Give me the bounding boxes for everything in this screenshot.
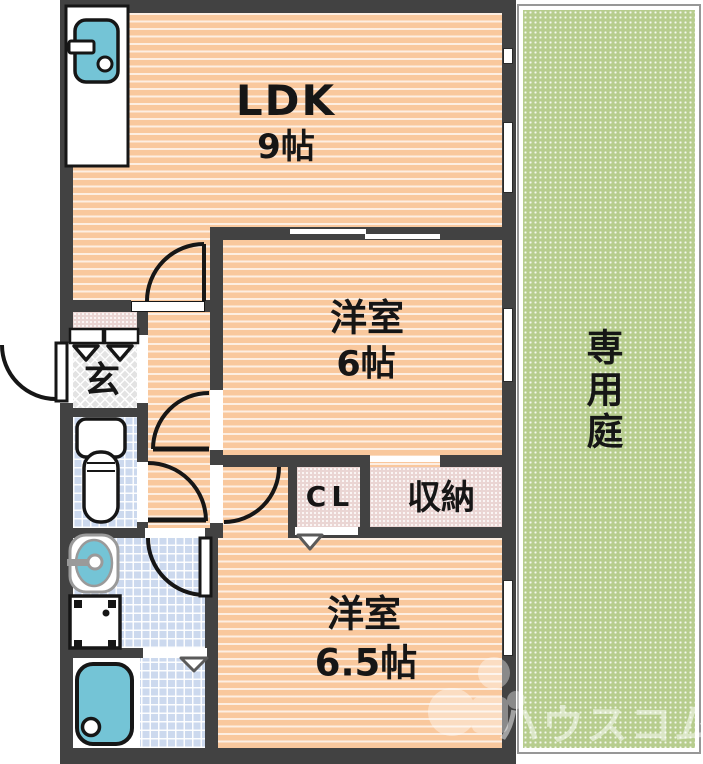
entrance-step-strip [73, 312, 137, 332]
watermark-text: ハウスコム [497, 700, 703, 750]
label-bedroom2-size: 6.5帖 [314, 641, 418, 685]
closet-cl-floor [297, 467, 360, 527]
label-bedroom1-name: 洋室 [330, 296, 404, 340]
door-arc-bedroom1 [151, 391, 210, 450]
wall-hall-right-1 [210, 240, 223, 390]
label-storage: 収納 [407, 478, 475, 518]
door-opening-ldk [131, 301, 205, 312]
door-arc-bedroom2 [223, 466, 281, 524]
washing-machine-icon [68, 594, 122, 650]
door-opening-bedroom1 [210, 390, 223, 450]
cl-door-marker [296, 533, 324, 551]
door-leaf-washroom [198, 536, 213, 598]
wall-cl-divider [360, 467, 370, 527]
window-ldk-small [503, 48, 513, 64]
washbasin-icon [67, 533, 120, 594]
toilet-icon [75, 417, 127, 524]
shoe-box-icon [68, 327, 140, 362]
garden-lawn [523, 10, 695, 748]
kitchen-sink-icon [64, 4, 130, 168]
label-cl: CL [305, 480, 355, 513]
wall-entrance-right-1 [137, 312, 148, 335]
door-leaf-entrance [54, 341, 69, 403]
bathtub-icon [75, 662, 134, 746]
door-opening-toilet [137, 462, 148, 522]
wall-hall-top-left [60, 300, 131, 312]
label-garden: 専用庭 [580, 328, 623, 454]
door-arc-ldk [145, 242, 205, 302]
door-arc-toilet [147, 461, 208, 522]
wall-top [60, 0, 516, 13]
wall-cl-left [288, 467, 297, 527]
window-ldk [503, 122, 513, 193]
wall-bottom [60, 748, 516, 764]
door-opening-washroom [145, 528, 205, 538]
wall-toilet-wash-left [60, 528, 145, 538]
label-entrance: 玄 [83, 360, 121, 401]
wall-toilet-wash-right [205, 528, 223, 538]
wall-closet-bottom [288, 527, 516, 538]
door-opening-cl [295, 527, 358, 535]
window-bedroom1 [503, 308, 513, 382]
door-arc-washroom [146, 537, 206, 597]
label-bedroom2-name: 洋室 [327, 592, 401, 636]
wall-closet-top-left [218, 455, 370, 467]
door-opening-bathroom [143, 648, 207, 658]
watermark-logo [428, 657, 525, 736]
wall-closet-top-right [440, 455, 502, 467]
window-bedroom1-top-b [365, 234, 440, 239]
wall-entrance-right-2 [137, 403, 148, 462]
label-ldk-name: LDK [235, 76, 337, 125]
opening-entrance-hall [137, 335, 148, 403]
window-bedroom2 [503, 580, 513, 656]
label-ldk-size: 9帖 [257, 127, 315, 167]
door-arc-entrance [0, 344, 57, 401]
label-bedroom1-size: 6帖 [336, 344, 396, 385]
door-opening-storage [370, 456, 440, 462]
wall-wash-bath [60, 648, 143, 658]
bath-door-marker [179, 656, 209, 673]
window-bedroom1-top-a [290, 229, 366, 234]
closet-storage-floor [370, 467, 502, 527]
wall-entrance-toilet [60, 408, 148, 417]
door-opening-bedroom2 [210, 465, 223, 523]
